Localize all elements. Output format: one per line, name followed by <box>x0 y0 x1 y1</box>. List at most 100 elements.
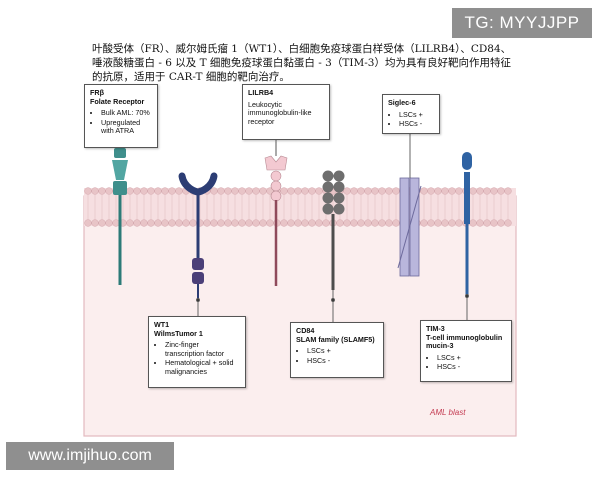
lipid-head <box>266 219 274 227</box>
lipid-head <box>175 219 183 227</box>
lipid-head <box>350 219 358 227</box>
lipid-head <box>259 219 267 227</box>
lipid-head <box>189 219 197 227</box>
lipid-head <box>287 219 295 227</box>
lipid-head <box>98 219 106 227</box>
lipid-head <box>497 187 505 195</box>
cd84-title: CD84 <box>296 326 315 335</box>
siglec6-box: Siglec-6 LSCs + HSCs - <box>382 94 440 134</box>
lipid-head <box>434 219 442 227</box>
lipid-head <box>224 219 232 227</box>
tim3-item: HSCs - <box>437 362 506 372</box>
lipid-head <box>420 219 428 227</box>
fr-beta-item: Upregulated with ATRA <box>101 118 152 136</box>
lipid-head <box>490 187 498 195</box>
lipid-head <box>385 219 393 227</box>
lipid-head <box>308 187 316 195</box>
lipid-head <box>427 187 435 195</box>
lipid-head <box>259 187 267 195</box>
lipid-head <box>175 187 183 195</box>
lipid-head <box>483 219 491 227</box>
lipid-head <box>378 187 386 195</box>
lipid-head <box>168 187 176 195</box>
lipid-head <box>357 187 365 195</box>
fr-beta-item: Bulk AML: 70% <box>101 108 152 118</box>
lipid-head <box>133 219 141 227</box>
lipid-head <box>140 187 148 195</box>
lilrb4-receptor <box>264 142 288 286</box>
siglec6-item: LSCs + <box>399 110 434 120</box>
watermark-bottom: www.imjihuo.com <box>6 442 174 470</box>
lipid-head <box>161 187 169 195</box>
lipid-head <box>140 219 148 227</box>
lipid-head <box>371 187 379 195</box>
cd84-item: LSCs + <box>307 346 378 356</box>
lipid-head <box>280 219 288 227</box>
lipid-head <box>490 219 498 227</box>
cd84-item: HSCs - <box>307 356 378 366</box>
lipid-head <box>448 187 456 195</box>
lilrb4-title: LILRB4 <box>248 88 274 97</box>
caption-text: 叶酸受体（FR）、威尔姆氏瘤 1（WT1）、白细胞免疫球蛋白样受体（LILRB4… <box>92 43 512 83</box>
lipid-head <box>294 187 302 195</box>
lipid-head <box>105 219 113 227</box>
lipid-head <box>441 187 449 195</box>
lipid-head <box>168 219 176 227</box>
lipid-head <box>343 219 351 227</box>
lipid-head <box>91 219 99 227</box>
cd84-subtitle: SLAM family (SLAMF5) <box>296 334 375 344</box>
lipid-head <box>217 187 225 195</box>
lipid-head <box>315 219 323 227</box>
lipid-head <box>147 219 155 227</box>
lipid-head <box>252 219 260 227</box>
lipid-head <box>133 187 141 195</box>
wt1-receptor <box>178 172 218 300</box>
lipid-head <box>154 187 162 195</box>
lipid-head <box>497 219 505 227</box>
lipid-head <box>98 187 106 195</box>
lipid-head <box>476 187 484 195</box>
lipid-head <box>483 187 491 195</box>
cd84-box: CD84 SLAM family (SLAMF5) LSCs + HSCs - <box>290 322 384 378</box>
lipid-head <box>378 219 386 227</box>
lipid-head <box>231 187 239 195</box>
wt1-box: WT1 WilmsTumor 1 Zinc-finger transcripti… <box>148 316 246 388</box>
tim3-title: TIM-3 <box>426 324 445 333</box>
wt1-item: Zinc-finger transcription factor <box>165 340 240 358</box>
lipid-head <box>238 219 246 227</box>
lipid-head <box>504 219 512 227</box>
lipid-head <box>245 219 253 227</box>
lipid-head <box>147 187 155 195</box>
lipid-head <box>252 187 260 195</box>
tim3-box: TIM-3 T-cell immunoglobulin mucin-3 LSCs… <box>420 320 512 382</box>
lipid-head <box>336 219 344 227</box>
lipid-head <box>385 187 393 195</box>
lipid-head <box>469 219 477 227</box>
siglec6-receptor <box>397 177 422 277</box>
fr-beta-subtitle: Folate Receptor <box>90 96 145 106</box>
lipid-head <box>315 187 323 195</box>
fr-beta-title: FRβ <box>90 88 104 97</box>
lipid-head <box>308 219 316 227</box>
lipid-head <box>455 187 463 195</box>
lipid-head <box>280 187 288 195</box>
lipid-head <box>301 219 309 227</box>
lipid-head <box>210 219 218 227</box>
lipid-head <box>154 219 162 227</box>
lipid-head <box>350 187 358 195</box>
cell-membrane <box>84 187 516 227</box>
lipid-head <box>238 187 246 195</box>
lipid-head <box>364 187 372 195</box>
lipid-head <box>357 219 365 227</box>
siglec6-title: Siglec-6 <box>388 98 416 107</box>
lipid-head <box>105 187 113 195</box>
wt1-title: WT1 <box>154 320 170 329</box>
lipid-head <box>476 219 484 227</box>
lipid-head <box>126 187 134 195</box>
tim3-item: LSCs + <box>437 353 506 363</box>
lipid-head <box>441 219 449 227</box>
tim3-receptor <box>462 152 472 296</box>
lipid-head <box>126 219 134 227</box>
lipid-head <box>343 187 351 195</box>
